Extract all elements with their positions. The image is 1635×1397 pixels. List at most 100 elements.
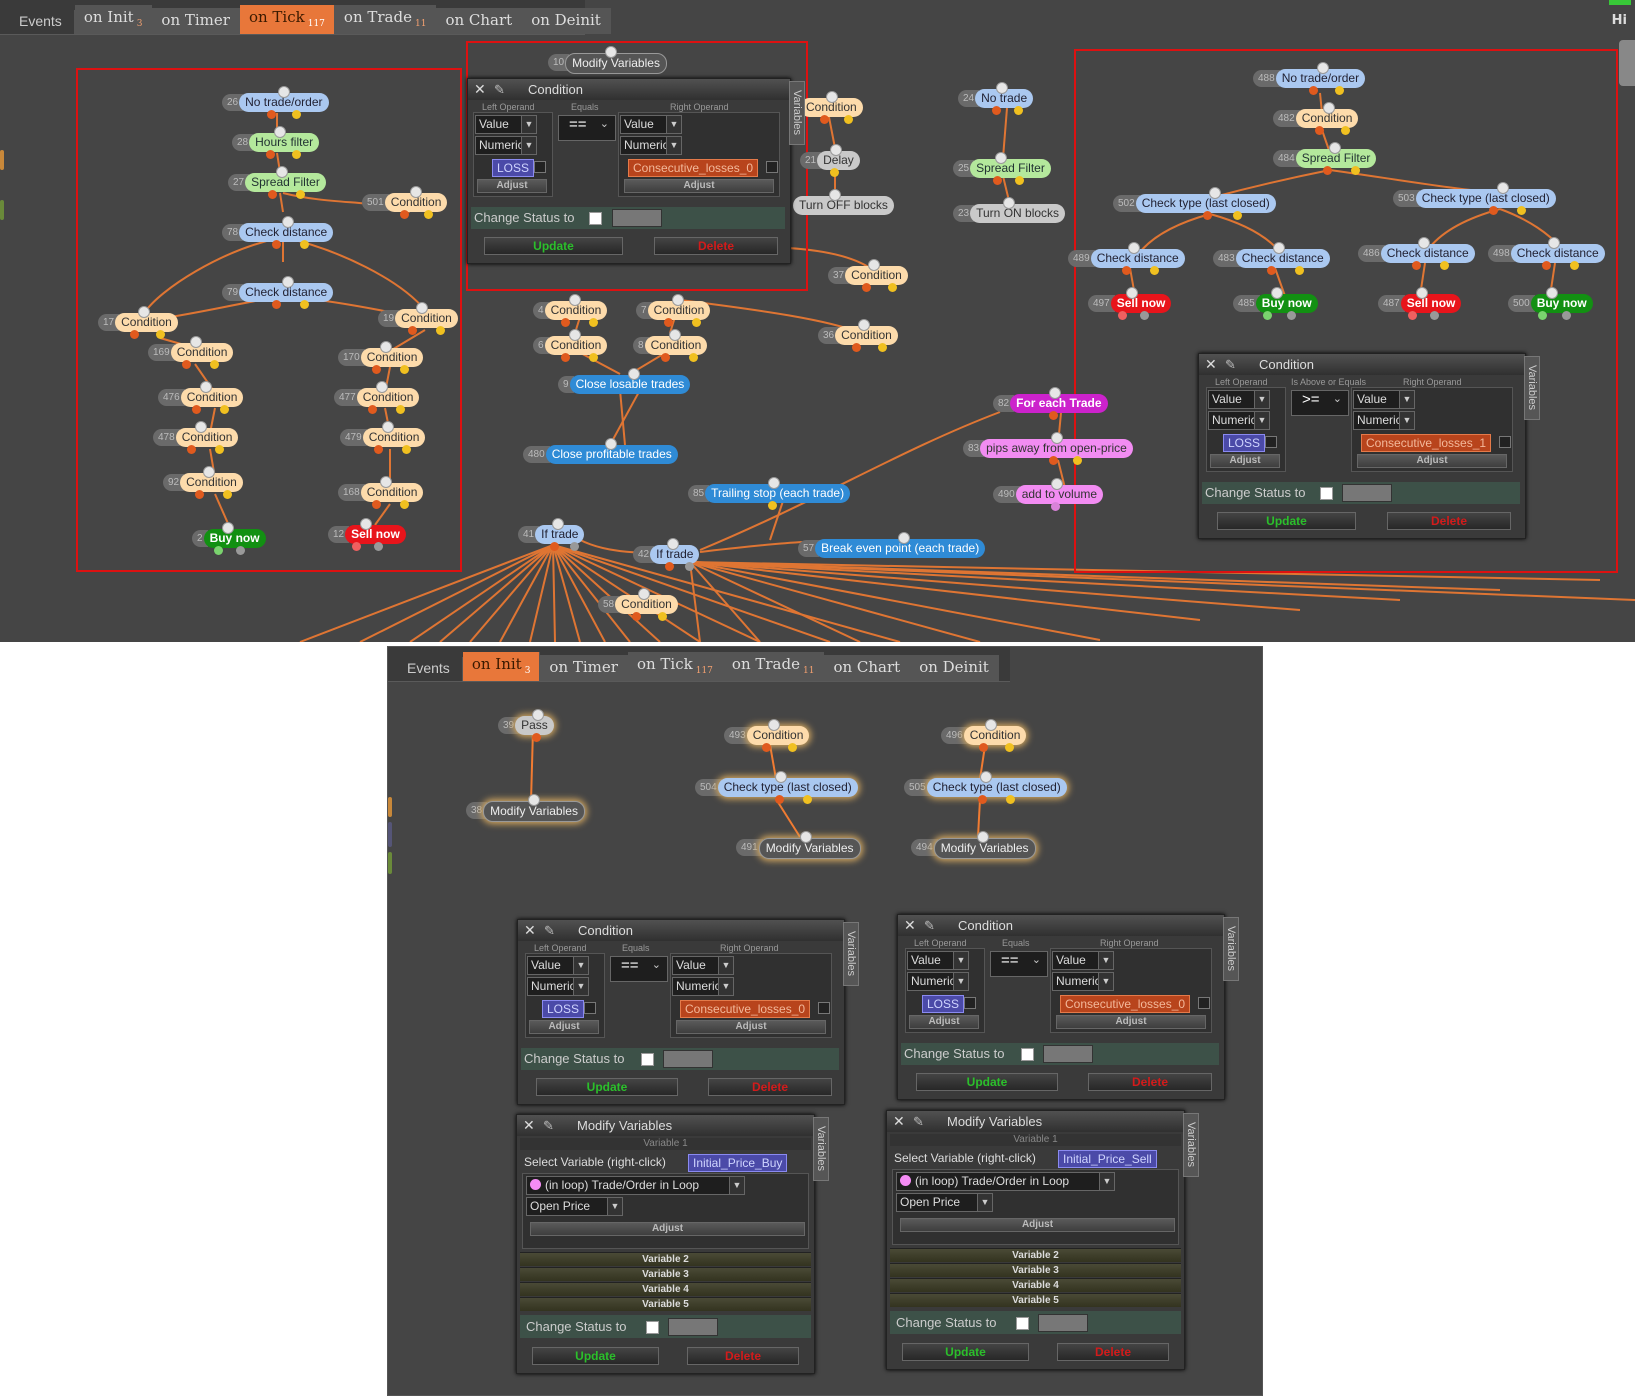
change-status-field[interactable] (663, 1050, 713, 1068)
variable-1-header[interactable]: Variable 1 (520, 1138, 811, 1150)
delete-button[interactable]: Delete (687, 1347, 799, 1365)
adjust-button[interactable]: Adjust (529, 1020, 599, 1034)
variables-tab[interactable]: Variables (813, 1117, 829, 1181)
right-type-select[interactable]: Value▼ (1052, 951, 1114, 970)
condition-window[interactable]: ✕✎Condition Variables Left Operand Equal… (467, 78, 805, 264)
left-checkbox[interactable] (1265, 436, 1277, 448)
update-button[interactable]: Update (902, 1343, 1029, 1361)
close-icon[interactable]: ✕ (474, 81, 486, 97)
right-kind-select[interactable]: Numeric▼ (620, 136, 682, 155)
left-type-select[interactable]: Value▼ (907, 951, 969, 970)
operator-select[interactable]: ==⌄ (558, 115, 616, 141)
variable-2-row[interactable]: Variable 2 (520, 1252, 811, 1266)
tab-on-timer[interactable]: on Timer (152, 8, 240, 34)
right-variable[interactable]: Consecutive_losses_1 (1361, 434, 1492, 452)
pin-icon[interactable]: ✎ (924, 918, 935, 933)
right-type-select[interactable]: Value▼ (672, 956, 734, 975)
pin-icon[interactable]: ✎ (1225, 357, 1236, 372)
condition-window[interactable]: ✕✎Condition Variables Left Operand Equal… (897, 914, 1239, 1100)
variables-tab[interactable]: Variables (843, 922, 859, 986)
selected-variable[interactable]: Initial_Price_Buy (688, 1154, 788, 1172)
vertical-scrollbar[interactable] (1619, 40, 1635, 86)
pin-icon[interactable]: ✎ (544, 923, 555, 938)
modify-variables-window[interactable]: ✕✎Modify Variables Variables Variable 1 … (886, 1110, 1199, 1370)
selected-variable[interactable]: Initial_Price_Sell (1058, 1150, 1157, 1168)
left-variable[interactable]: LOSS (922, 995, 965, 1013)
left-variable[interactable]: LOSS (492, 159, 535, 177)
right-variable[interactable]: Consecutive_losses_0 (1060, 995, 1191, 1013)
update-button[interactable]: Update (536, 1078, 678, 1096)
right-kind-select[interactable]: Numeric▼ (672, 977, 734, 996)
delete-button[interactable]: Delete (1088, 1073, 1212, 1091)
left-variable[interactable]: LOSS (542, 1000, 585, 1018)
price-select[interactable]: Open Price▼ (896, 1193, 993, 1212)
update-button[interactable]: Update (1217, 512, 1356, 530)
close-icon[interactable]: ✕ (904, 917, 916, 933)
source-select[interactable]: (in loop) Trade/Order in Loop▼ (526, 1176, 745, 1195)
close-icon[interactable]: ✕ (524, 922, 536, 938)
right-checkbox[interactable] (766, 161, 778, 173)
change-status-checkbox[interactable] (589, 212, 602, 225)
close-icon[interactable]: ✕ (523, 1117, 535, 1133)
adjust-button[interactable]: Adjust (477, 179, 547, 193)
right-checkbox[interactable] (818, 1002, 830, 1014)
right-variable[interactable]: Consecutive_losses_0 (628, 159, 759, 177)
tab-on-chart[interactable]: on Chart (436, 8, 523, 34)
modify-variables-window[interactable]: ✕✎Modify Variables Variables Variable 1 … (516, 1114, 829, 1374)
update-button[interactable]: Update (916, 1073, 1058, 1091)
tab-on-chart[interactable]: on Chart (824, 655, 911, 681)
pin-icon[interactable]: ✎ (494, 82, 505, 97)
price-select[interactable]: Open Price▼ (526, 1197, 623, 1216)
node-turn-off-blocks[interactable]: Turn OFF blocks (793, 189, 894, 216)
variables-tab[interactable]: Variables (1524, 356, 1540, 420)
variables-tab[interactable]: Variables (789, 81, 805, 145)
change-status-field[interactable] (612, 209, 662, 227)
right-checkbox[interactable] (1198, 997, 1210, 1009)
left-type-select[interactable]: Value▼ (1208, 390, 1270, 409)
right-kind-select[interactable]: Numeric▼ (1353, 411, 1415, 430)
tab-on-timer[interactable]: on Timer (540, 655, 628, 681)
right-type-select[interactable]: Value▼ (1353, 390, 1415, 409)
pin-icon[interactable]: ✎ (543, 1118, 554, 1133)
right-checkbox[interactable] (1499, 436, 1511, 448)
adjust-button[interactable]: Adjust (909, 1015, 979, 1029)
left-kind-select[interactable]: Numeric▼ (527, 977, 589, 996)
tab-on-deinit[interactable]: on Deinit (910, 655, 999, 681)
change-status-checkbox[interactable] (641, 1053, 654, 1066)
operator-select[interactable]: >=⌄ (1291, 390, 1349, 416)
